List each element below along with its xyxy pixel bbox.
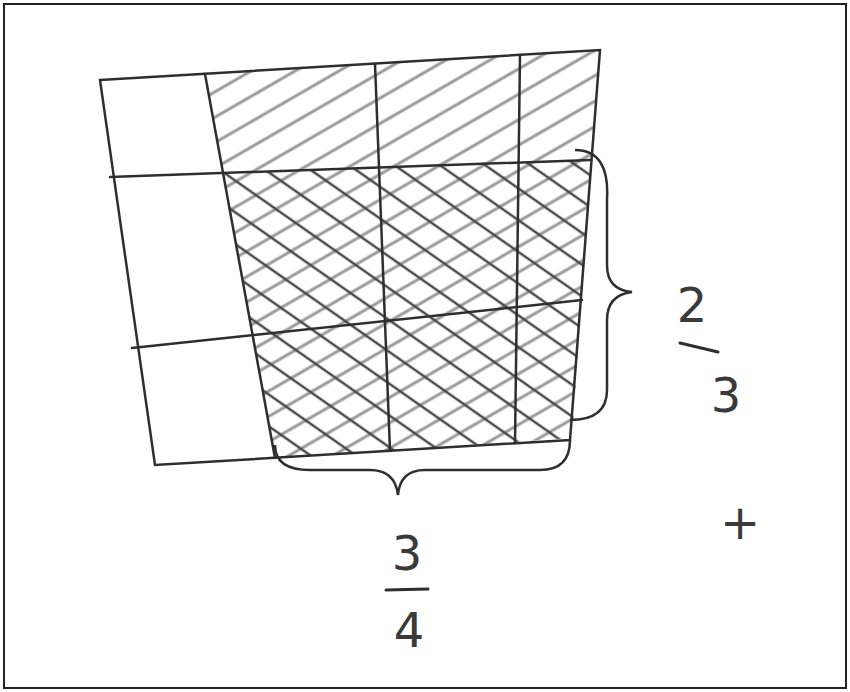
cross-hatched-region bbox=[223, 160, 591, 458]
denominator: 4 bbox=[394, 606, 425, 654]
shaded-region bbox=[205, 50, 600, 173]
mark: + bbox=[720, 498, 760, 546]
shaded-region bbox=[223, 160, 591, 458]
numerator: 3 bbox=[392, 529, 423, 577]
frame bbox=[4, 4, 846, 688]
grid bbox=[100, 50, 600, 465]
fraction-bar bbox=[680, 343, 718, 352]
brace bbox=[570, 150, 632, 420]
fraction-bar bbox=[386, 589, 428, 590]
numerator: 2 bbox=[677, 281, 708, 329]
brace bbox=[275, 440, 570, 495]
denominator: 3 bbox=[711, 371, 742, 419]
